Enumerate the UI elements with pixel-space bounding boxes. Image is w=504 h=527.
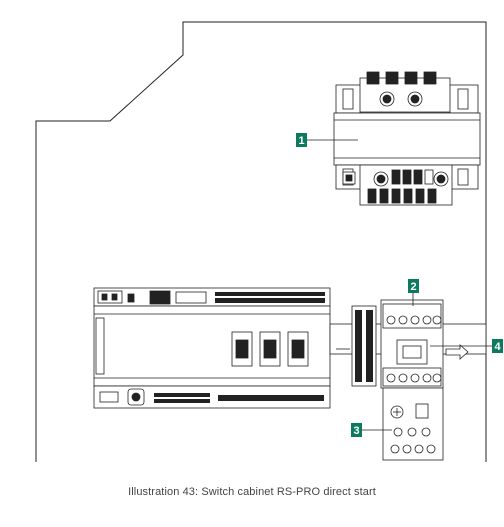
controller-unit — [93, 287, 331, 409]
callout-3-label: 3 — [353, 425, 359, 437]
component-2-contactor — [329, 299, 487, 389]
callout-4: 4 — [430, 339, 503, 353]
component-3-motor-starter — [382, 387, 444, 461]
callout-2-label: 2 — [410, 281, 416, 293]
cabinet-outline — [35, 21, 487, 462]
callout-4-label: 4 — [494, 341, 501, 353]
callout-1: 1 — [296, 133, 358, 147]
figure-caption: Illustration 43: Switch cabinet RS-PRO d… — [128, 486, 376, 498]
callout-3: 3 — [351, 423, 392, 437]
callout-2: 2 — [408, 279, 419, 306]
callout-1-label: 1 — [298, 135, 304, 147]
component-1-terminal-module — [333, 71, 481, 206]
